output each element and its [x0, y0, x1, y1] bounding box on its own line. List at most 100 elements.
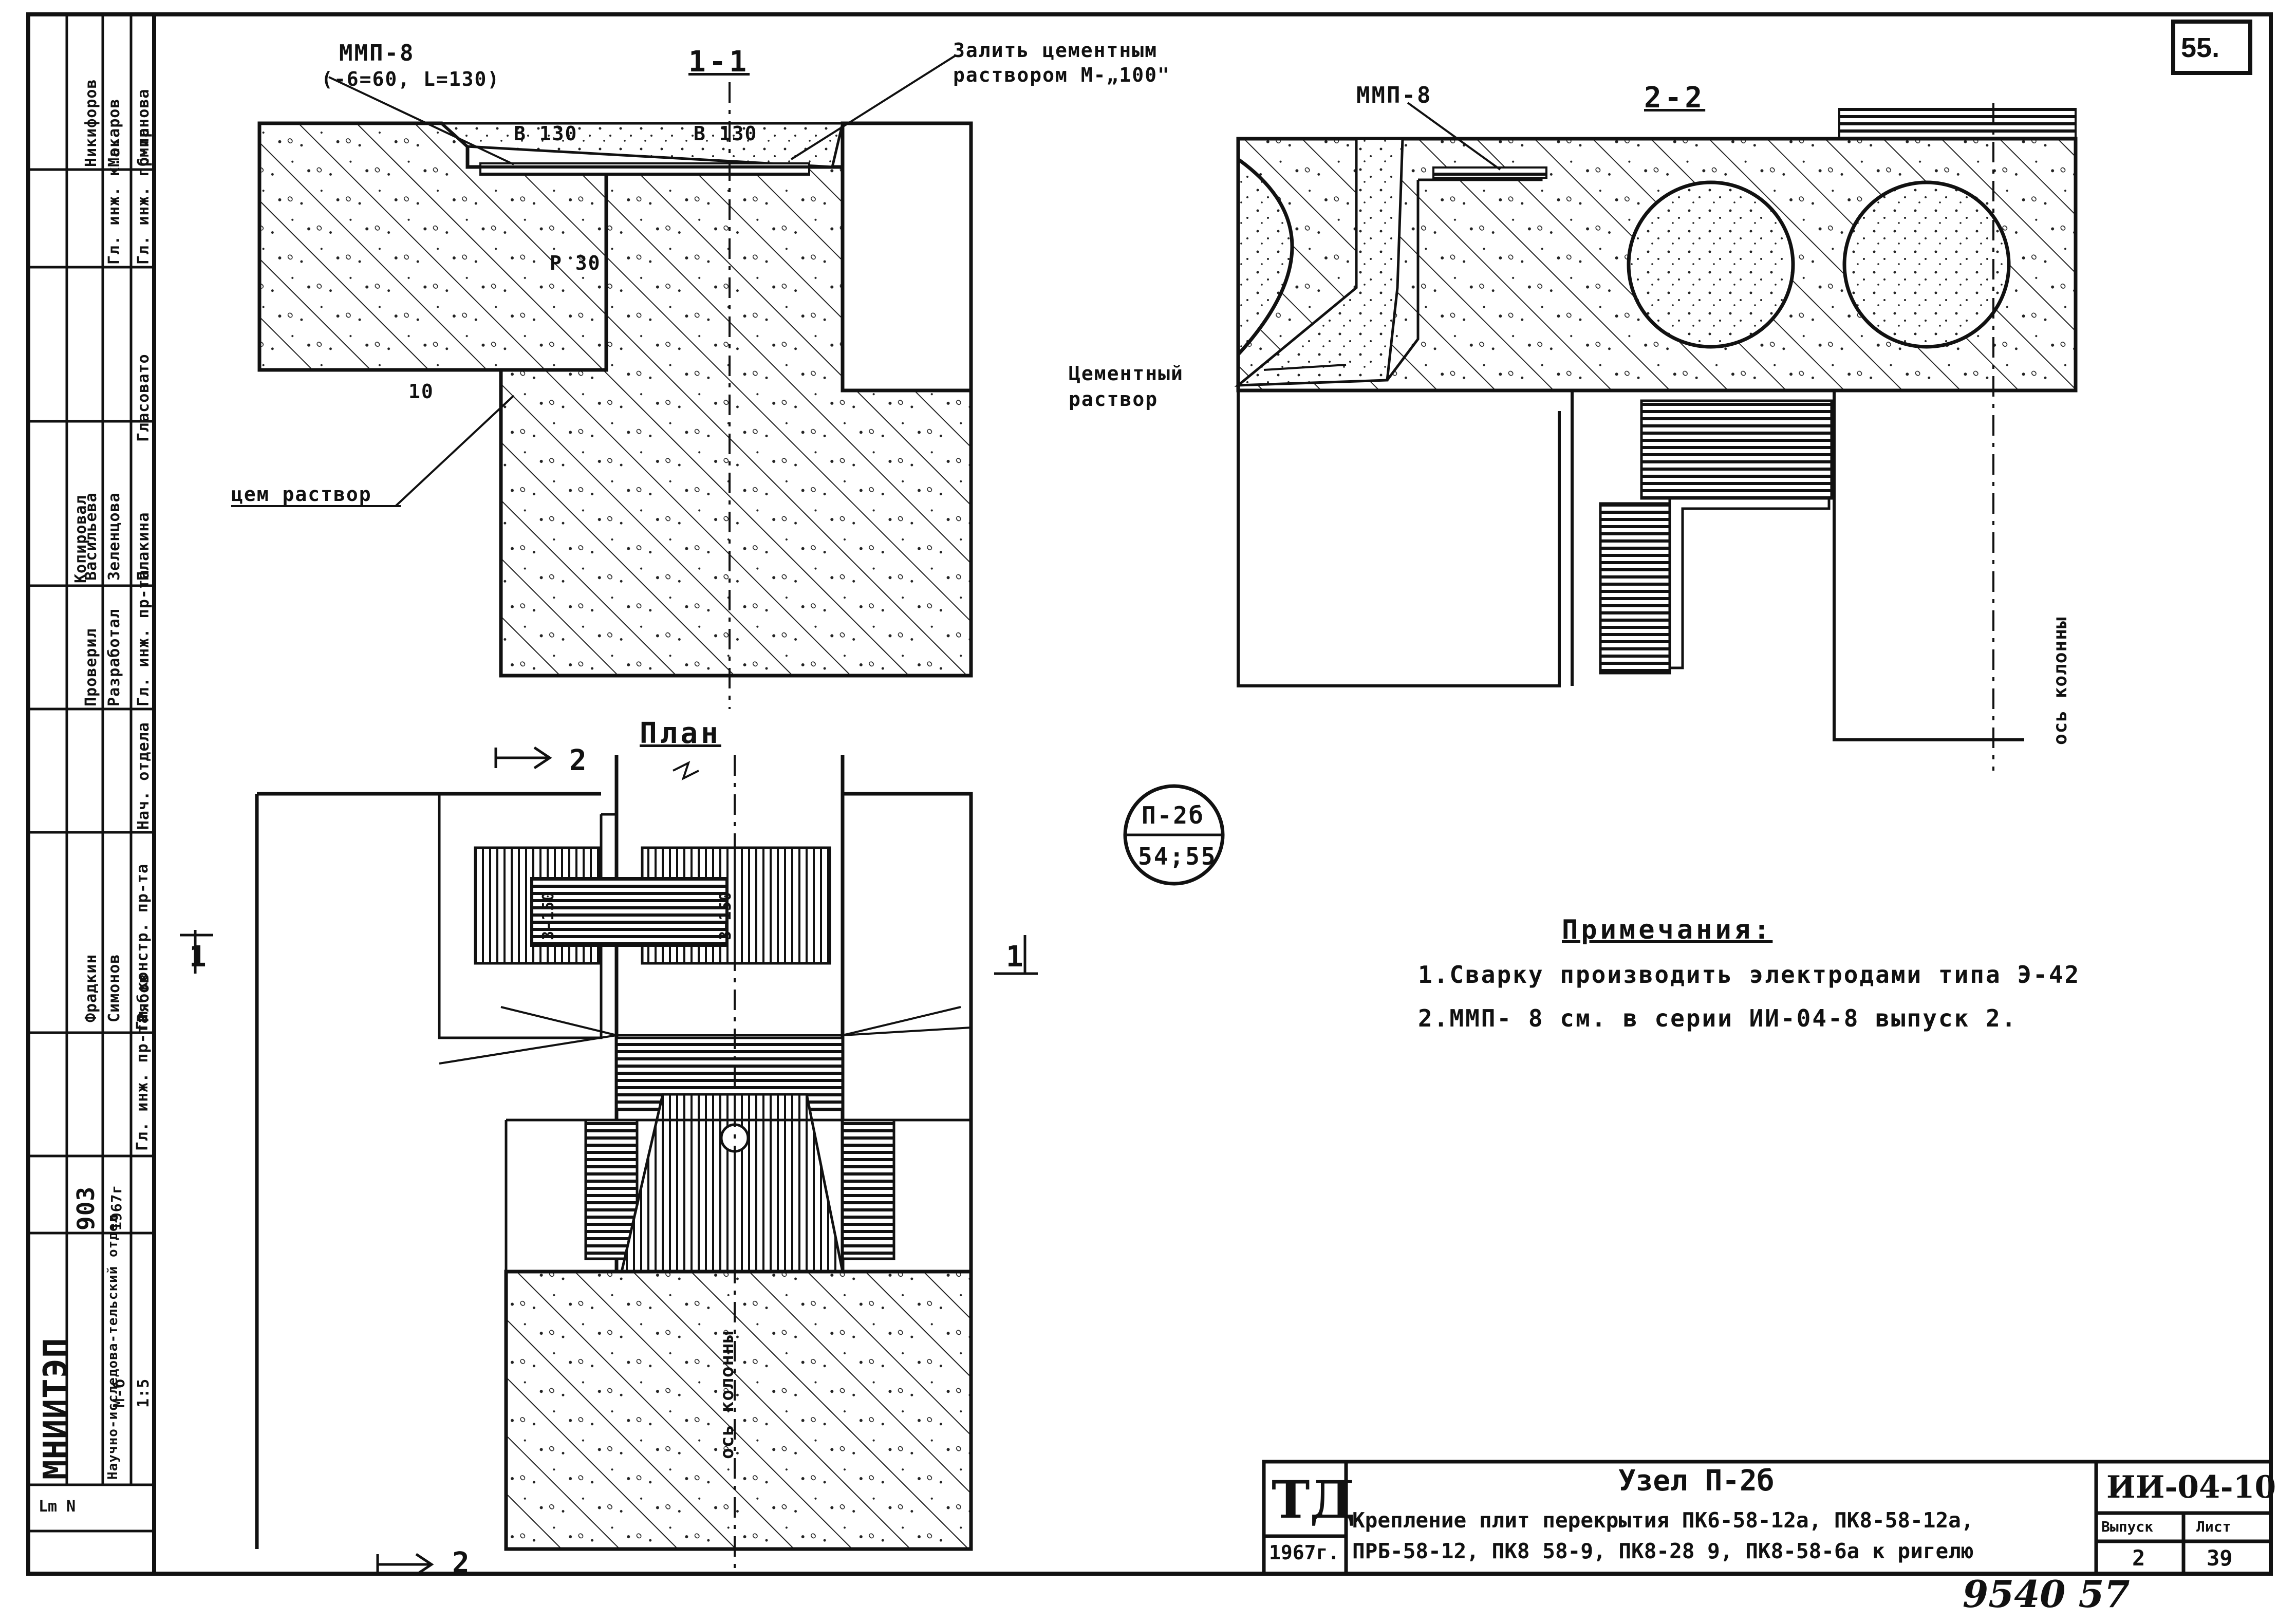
side-stamp-name-4: Гласовато	[135, 353, 153, 442]
title-block-title: Узел П-2б	[1618, 1464, 1775, 1498]
side-stamp-role-4: Гл. инж. пр-та	[135, 569, 153, 706]
title-block-grid	[1262, 1460, 2273, 1576]
cut-mark-left	[180, 930, 213, 974]
section-1-1-drawing	[231, 54, 973, 709]
column-outline	[1237, 390, 2024, 741]
cut-mark-top	[494, 746, 552, 770]
title-block-sheet-label: Лист	[2196, 1518, 2231, 1535]
side-plate-l	[584, 1118, 639, 1260]
title-block-stamp: ТД	[1272, 1469, 1356, 1530]
slab-left-concrete	[257, 121, 608, 372]
void-1	[1627, 180, 1795, 349]
welded-plate-b	[1599, 502, 1671, 675]
side-stamp-name-3: Фрадкин	[82, 954, 100, 1022]
side-stamp-org: МНИИТЭП	[37, 1337, 75, 1480]
section-2-2-drawing	[1234, 102, 2078, 771]
side-stamp-grid	[28, 14, 154, 1533]
side-stamp-name-10: Никифоров	[82, 79, 100, 167]
side-stamp-name-1: Рябов	[135, 973, 153, 1022]
mmp-label-1: ММП-8	[339, 40, 415, 66]
node-callout-top: П-2б	[1142, 801, 1205, 829]
node-callout-bottom: 54;55	[1138, 843, 1217, 870]
side-stamp-code: 903	[72, 1186, 100, 1230]
side-stamp-scale: 1:5	[135, 1378, 153, 1408]
plan-dim-a: 3-150	[539, 891, 557, 940]
side-stamp-name-6: Зеленцова	[105, 492, 123, 581]
node-callout-circle	[1123, 784, 1225, 886]
notes-heading: Примечания:	[1562, 915, 1773, 945]
section-1-1-title: 1-1	[688, 45, 750, 79]
left-cell	[1236, 156, 1294, 360]
dim-10: 10	[408, 380, 434, 403]
side-stamp-name-5: Плакина	[135, 512, 153, 581]
side-stamp-scale-label: М-б	[110, 1378, 128, 1408]
side-stamp-cell-note: Lm N	[39, 1498, 76, 1516]
dim-b130-left: B 130	[514, 122, 578, 145]
cement-label-2a: Цементный	[1069, 362, 1184, 385]
side-stamp-role-1: Гл. инж. пр-та	[134, 1014, 152, 1151]
side-stamp-year: 1967г	[108, 1184, 125, 1230]
plan-title: План	[640, 717, 721, 750]
title-block-desc-2: ПРБ-58-12, ПК8 58-9, ПК8-28 9, ПК8-58-6а…	[1352, 1539, 1974, 1563]
title-block-sheet-value: 39	[2207, 1545, 2233, 1571]
fill-note-line2: раствором М-„100"	[953, 64, 1170, 86]
side-stamp-role-3: Нач. отдела	[135, 722, 153, 830]
mmp-plate-plan	[530, 877, 729, 947]
leader-mmp-2	[1407, 102, 1501, 171]
plan-mark-bottom: 2	[452, 1546, 471, 1580]
column-concrete	[504, 1270, 973, 1551]
top-plate	[1838, 108, 2077, 140]
leader-cement	[395, 395, 515, 507]
side-stamp-name-9: Макаров	[105, 98, 123, 167]
cement-label-1: цем раствор	[231, 483, 372, 506]
plan-dim-b: 3-150	[717, 891, 735, 940]
side-stamp-role-5: Разработал	[105, 608, 123, 706]
column-axis-label-2: ось колонны	[2050, 617, 2071, 745]
welded-plate-a	[1640, 399, 1833, 500]
title-block-year: 1967г.	[1269, 1541, 1340, 1564]
plan-inner-frame	[505, 1118, 971, 1272]
plan-mark-right: 1	[1006, 940, 1025, 974]
section-2-2-title: 2-2	[1644, 81, 1706, 115]
side-stamp-name-8: Смирнова	[135, 88, 153, 167]
title-block-desc-1: Крепление плит перекрытия ПК6-58-12а, ПК…	[1352, 1508, 1974, 1533]
title-block-issue-label: Выпуск	[2101, 1518, 2154, 1535]
plan-column-axis: ось колонны	[717, 1331, 738, 1459]
side-stamp-name-7: Васильева	[82, 492, 100, 581]
fill-note-line1: Залить цементным	[953, 39, 1158, 62]
mmp-dims: (-6=60, L=130)	[321, 68, 500, 90]
plan-guide	[439, 1006, 972, 1065]
leader-cement-2	[1263, 364, 1347, 371]
side-stamp-role-6: Проверил	[82, 628, 100, 707]
leader-fill	[790, 54, 957, 160]
side-plate-r	[841, 1118, 895, 1260]
side-stamp-name-2: Симонов	[105, 954, 123, 1022]
notes-line2: 2.ММП- 8 см. в серии ИИ-04-8 выпуск 2.	[1418, 1004, 2018, 1032]
handwritten-number: 9540 57	[1963, 1572, 2130, 1616]
sheet-frame	[26, 12, 2273, 1576]
notes-line1: 1.Сварку производить электродами типа Э-…	[1418, 961, 2081, 988]
plan-mark-top: 2	[569, 744, 588, 777]
cut-mark-right	[994, 935, 1038, 975]
page-number: 55.	[2181, 32, 2220, 63]
plan-drawing	[180, 746, 1038, 1576]
slab-right-block	[841, 121, 973, 393]
mmp-label-2: ММП-8	[1356, 82, 1432, 108]
break-line	[673, 761, 699, 780]
plan-mark-left: 1	[189, 940, 208, 974]
mmp-plate	[479, 162, 810, 176]
leader-mmp	[328, 76, 514, 165]
cut-mark-bottom	[376, 1553, 434, 1576]
grout-fill	[438, 122, 845, 169]
mmp-plate-2	[1432, 166, 1547, 179]
side-stamp-dept: Научно-исследова-тельский отдел	[105, 1214, 121, 1480]
cement-label-2b: раствор	[1069, 388, 1159, 411]
l-bracket	[1668, 497, 1831, 669]
void-2	[1842, 180, 2011, 349]
dim-b130-right: B 130	[694, 122, 758, 145]
title-block-series: ИИ-04-10	[2106, 1469, 2276, 1505]
dim-p30: P 30	[550, 252, 601, 274]
title-block-issue-value: 2	[2132, 1545, 2145, 1571]
